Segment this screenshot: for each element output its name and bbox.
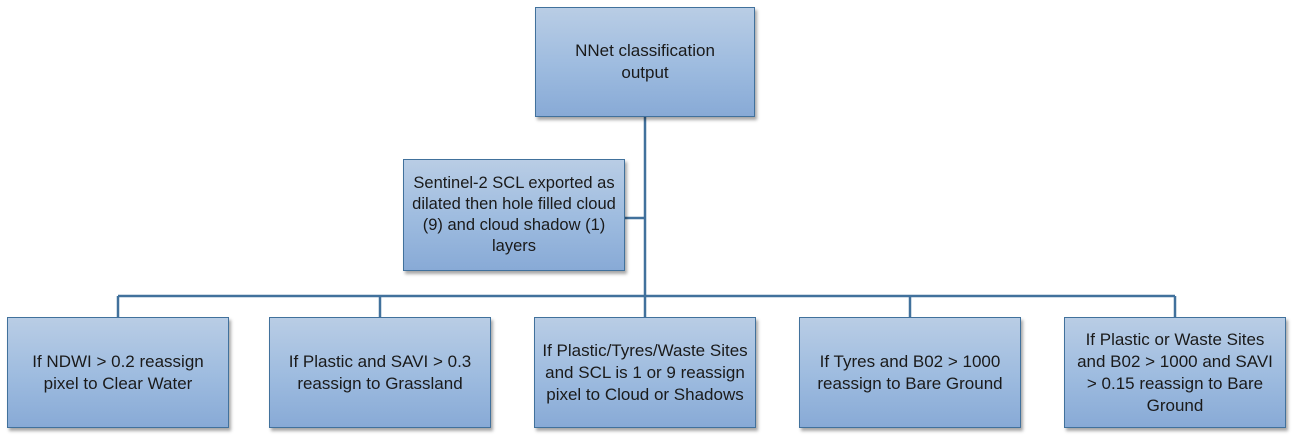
rule-node-1: If NDWI > 0.2 reassign pixel to Clear Wa… [7,317,229,428]
rule-node-2: If Plastic and SAVI > 0.3 reassign to Gr… [269,317,491,428]
rule-node-3: If Plastic/Tyres/Waste Sites and SCL is … [534,317,756,428]
side-input-label: Sentinel-2 SCL exported as dilated then … [412,174,616,255]
rule-node-label: If Plastic and SAVI > 0.3 reassign to Gr… [288,351,472,393]
rule-node-label: If Tyres and B02 > 1000 reassign to Bare… [817,351,1003,393]
rule-node-label: If Plastic/Tyres/Waste Sites and SCL is … [542,340,748,404]
root-node-label: NNet classification output [575,41,715,82]
root-node: NNet classification output [535,7,755,117]
rule-node-4: If Tyres and B02 > 1000 reassign to Bare… [799,317,1021,428]
rule-node-label: If NDWI > 0.2 reassign pixel to Clear Wa… [32,351,204,393]
side-input-node: Sentinel-2 SCL exported as dilated then … [403,159,625,271]
rule-node-5: If Plastic or Waste Sites and B02 > 1000… [1064,317,1286,428]
rule-node-label: If Plastic or Waste Sites and B02 > 1000… [1077,329,1273,415]
